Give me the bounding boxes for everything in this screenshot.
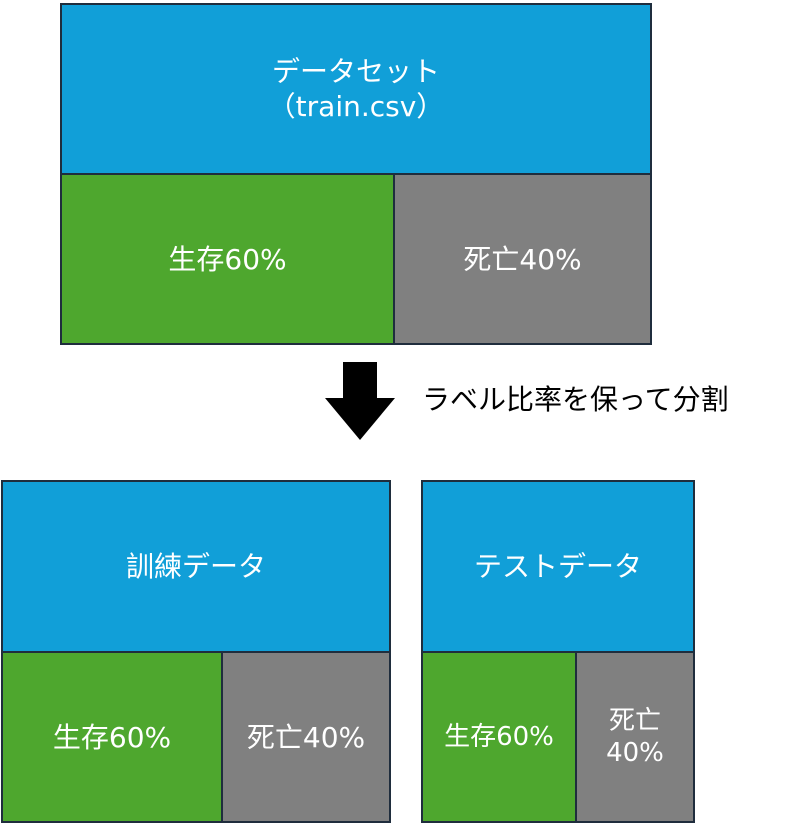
train-header-box: 訓練データ: [1, 480, 391, 653]
train-title: 訓練データ: [125, 550, 266, 583]
test-survived-label: 生存60%: [444, 721, 554, 752]
split-label: ラベル比率を保って分割: [422, 383, 729, 416]
down-arrow-icon: [325, 362, 395, 440]
dataset-header-box: データセット （train.csv）: [60, 3, 652, 175]
test-header-box: テストデータ: [421, 480, 695, 653]
dataset-died-label: 死亡40%: [463, 242, 582, 276]
dataset-survived-label: 生存60%: [168, 242, 287, 276]
dataset-survived-box: 生存60%: [60, 173, 395, 345]
dataset-title: データセット （train.csv）: [267, 55, 445, 123]
train-survived-box: 生存60%: [1, 651, 223, 823]
test-died-label: 死亡 40%: [606, 705, 664, 769]
test-title: テストデータ: [473, 550, 642, 583]
test-died-box: 死亡 40%: [575, 651, 695, 823]
train-survived-label: 生存60%: [52, 720, 172, 754]
dataset-died-box: 死亡40%: [393, 173, 652, 345]
test-survived-box: 生存60%: [421, 651, 577, 823]
train-died-label: 死亡40%: [246, 720, 366, 754]
train-died-box: 死亡40%: [221, 651, 391, 823]
